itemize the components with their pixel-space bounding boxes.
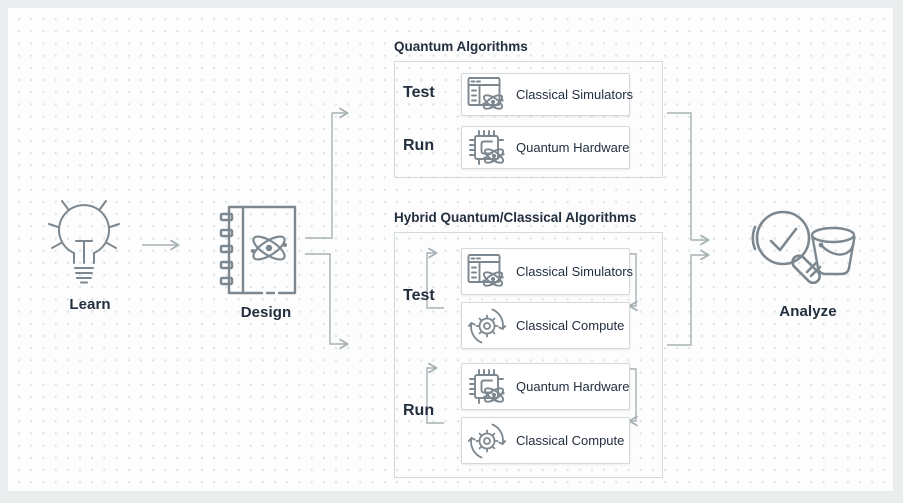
card-label: Classical Simulators — [516, 87, 634, 102]
card-classical-compute: Classical Compute — [461, 302, 630, 349]
classical-compute-icon — [467, 421, 507, 461]
group-label-hybrid-test: Test — [403, 287, 435, 304]
connector-hybrid-to-analyze — [667, 249, 710, 346]
quantum-algorithms-box — [394, 61, 663, 178]
magnifier-check-bucket-icon — [745, 205, 865, 302]
hybrid-algorithms-box — [394, 232, 663, 478]
notebook-atom-icon — [215, 200, 305, 305]
group-label-quantum-test: Test — [403, 84, 435, 101]
card-classical-simulators: Classical Simulators — [461, 73, 634, 116]
card-label: Classical Simulators — [516, 264, 634, 279]
classical-simulators-icon — [467, 252, 507, 292]
card-quantum-hardware: Quantum Hardware — [461, 363, 630, 410]
card-label: Classical Compute — [516, 318, 625, 333]
connector-design-to-quantum — [305, 107, 349, 239]
card-classical-compute: Classical Compute — [461, 417, 630, 464]
card-label: Classical Compute — [516, 433, 625, 448]
card-quantum-hardware: Quantum Hardware — [461, 126, 630, 169]
section-title-quantum: Quantum Algorithms — [394, 39, 528, 54]
card-classical-simulators: Classical Simulators — [461, 248, 634, 295]
section-title-hybrid: Hybrid Quantum/Classical Algorithms — [394, 210, 637, 225]
quantum-hardware-icon — [467, 128, 507, 168]
diagram-canvas: Learn Design Quantum Algorithms Test — [8, 8, 893, 491]
card-label: Quantum Hardware — [516, 379, 630, 394]
card-label: Quantum Hardware — [516, 140, 630, 155]
group-label-quantum-run: Run — [403, 137, 435, 154]
lightbulb-icon — [42, 185, 126, 290]
classical-compute-icon — [467, 306, 507, 346]
quantum-hardware-icon — [467, 367, 507, 407]
classical-simulators-icon — [467, 75, 507, 115]
stage-label-design: Design — [240, 304, 292, 321]
group-label-hybrid-run: Run — [403, 402, 435, 419]
stage-label-learn: Learn — [69, 296, 111, 313]
connector-quantum-to-analyze — [667, 112, 710, 246]
connector-design-to-hybrid — [305, 253, 349, 350]
stage-label-analyze: Analyze — [779, 303, 837, 320]
